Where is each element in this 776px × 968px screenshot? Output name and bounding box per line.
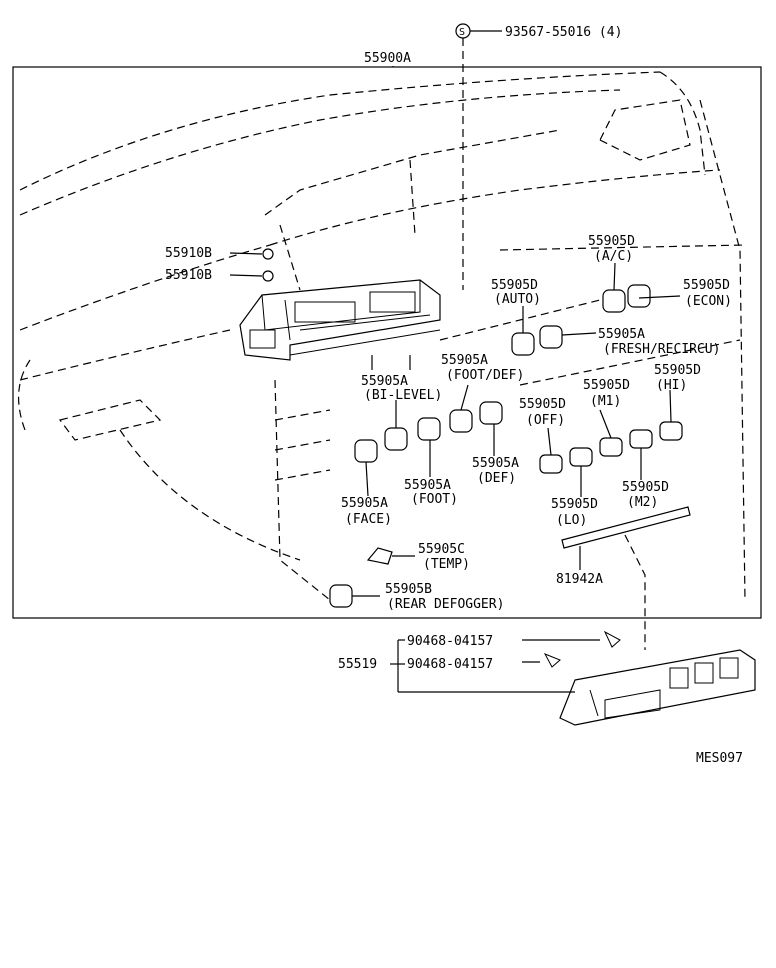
- econ-number-label: 55905D: [683, 278, 730, 293]
- fresh-name-label: (FRESH/RECIRCU): [603, 342, 720, 357]
- def-name-label: (DEF): [477, 471, 516, 486]
- diagram-code: MES097: [696, 751, 743, 766]
- button-hi: [659, 421, 683, 441]
- screw-symbol: S: [459, 27, 465, 38]
- rear-name-label: (REAR DEFOGGER): [387, 597, 504, 612]
- m2-number-label: 55905D: [622, 480, 669, 495]
- leader-lines: [352, 262, 681, 597]
- button-temp: [366, 547, 393, 565]
- bolt-2: 55910B: [165, 268, 274, 283]
- bolt-1-label: 55910B: [165, 246, 212, 261]
- button-def: [479, 401, 503, 425]
- button-foot: [417, 417, 441, 441]
- clip-1-label: 90468-04157: [407, 634, 493, 649]
- foot-name-label: (FOOT): [411, 492, 458, 507]
- m1-name-label: (M1): [590, 394, 621, 409]
- plate-label: 81942A: [556, 572, 603, 587]
- button-m2: [629, 429, 653, 449]
- button-lo: [569, 447, 593, 467]
- button-bilevel: [384, 427, 408, 451]
- auto-name-label: (AUTO): [494, 292, 541, 307]
- screw-label: 93567-55016 (4): [505, 25, 622, 40]
- m1-number-label: 55905D: [583, 378, 630, 393]
- ac-number-label: 55905D: [588, 234, 635, 249]
- button-econ: [627, 284, 651, 308]
- face-name-label: (FACE): [345, 512, 392, 527]
- temp-name-label: (TEMP): [423, 557, 470, 572]
- auto-number-label: 55905D: [491, 278, 538, 293]
- button-face: [354, 439, 378, 463]
- footdef-name-label: (FOOT/DEF): [446, 368, 524, 383]
- climate-control-unit: [239, 279, 441, 361]
- bolt-2-label: 55910B: [165, 268, 212, 283]
- rear-number-label: 55905B: [385, 582, 432, 597]
- footdef-number-label: 55905A: [441, 353, 488, 368]
- button-ac: [602, 289, 626, 313]
- button-m1: [599, 437, 623, 457]
- face-number-label: 55905A: [341, 496, 388, 511]
- screw-callout: S 93567-55016 (4): [455, 23, 622, 290]
- panel-bracket: [390, 639, 600, 693]
- foot-number-label: 55905A: [404, 478, 451, 493]
- clip-2-label: 90468-04157: [407, 657, 493, 672]
- diagram-frame: [12, 66, 762, 619]
- dashboard-outline: [17, 71, 746, 601]
- bilevel-name-label: (BI-LEVEL): [364, 388, 442, 403]
- temp-number-label: 55905C: [418, 542, 465, 557]
- button-rear-defogger: [329, 584, 353, 608]
- m2-name-label: (M2): [627, 495, 658, 510]
- lo-number-label: 55905D: [551, 497, 598, 512]
- assembly-label: 55900A: [364, 51, 411, 66]
- front-panel: [543, 534, 756, 726]
- econ-name-label: (ECON): [685, 294, 732, 309]
- bolt-1: 55910B: [165, 246, 274, 261]
- def-number-label: 55905A: [472, 456, 519, 471]
- off-number-label: 55905D: [519, 397, 566, 412]
- bilevel-number-label: 55905A: [361, 374, 408, 389]
- button-off: [539, 454, 563, 474]
- plate: [561, 506, 691, 570]
- lo-name-label: (LO): [556, 513, 587, 528]
- button-auto: [511, 332, 535, 356]
- fresh-number-label: 55905A: [598, 327, 645, 342]
- button-footdef: [449, 409, 473, 433]
- panel-label: 55519: [338, 657, 377, 672]
- hi-number-label: 55905D: [654, 363, 701, 378]
- ac-name-label: (A/C): [594, 249, 633, 264]
- hi-name-label: (HI): [656, 378, 687, 393]
- button-fresh: [539, 325, 563, 349]
- off-name-label: (OFF): [526, 413, 565, 428]
